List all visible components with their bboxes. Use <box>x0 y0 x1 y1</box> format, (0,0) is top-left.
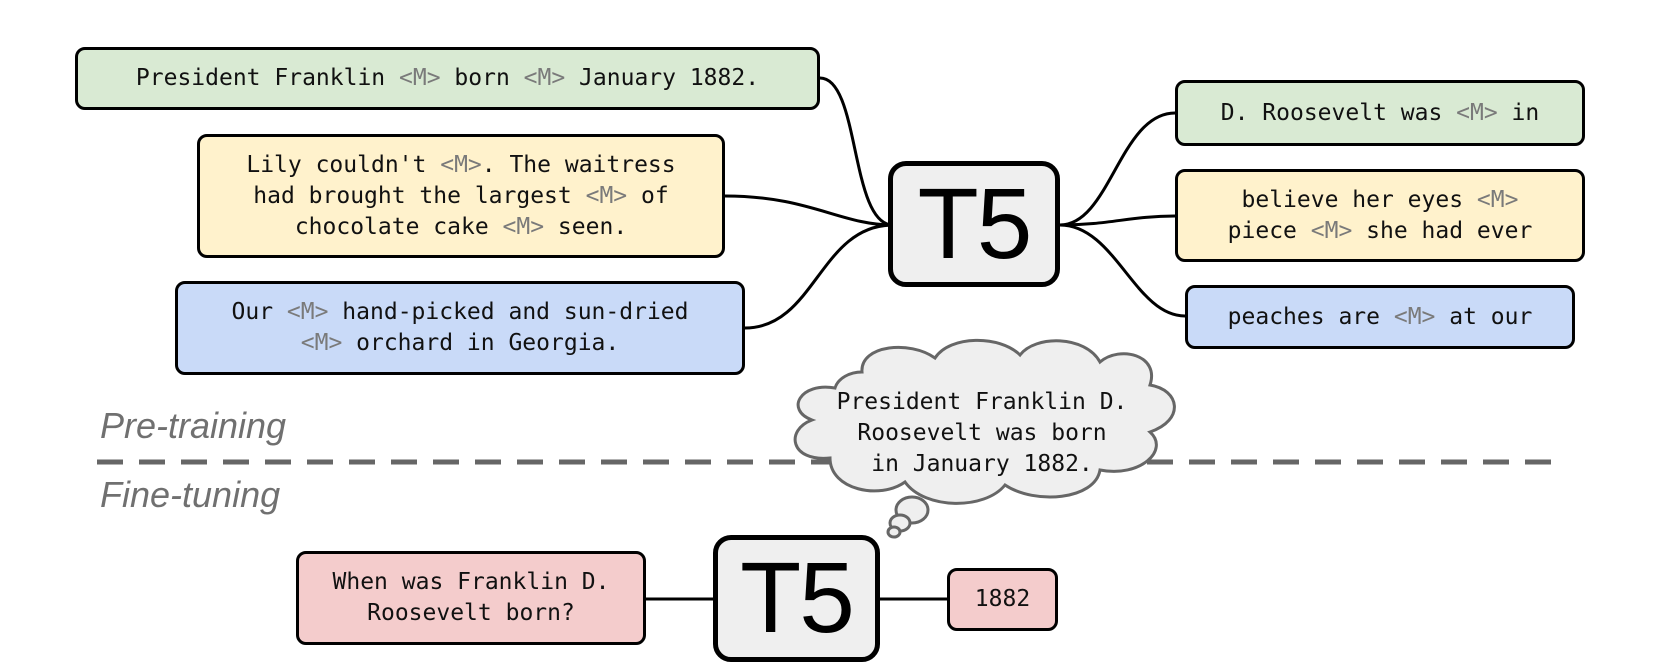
text-segment: January 1882. <box>565 65 760 91</box>
text-segment: Our <box>231 299 287 325</box>
mask-token: <M> <box>440 151 482 178</box>
text-segment: chocolate cake <box>294 213 503 240</box>
text-segment: of <box>627 182 669 209</box>
mask-token: <M> <box>585 182 628 209</box>
connector-target-1 <box>1059 111 1176 227</box>
mask-token: <M> <box>1456 99 1498 126</box>
input-box-3-text-line: <M> orchard in Georgia. <box>232 328 689 359</box>
mask-token: <M> <box>1476 186 1519 213</box>
text-segment: born <box>440 65 524 91</box>
target-box-2: believe her eyes <M>piece <M> she had ev… <box>1175 169 1585 262</box>
target-box-3: peaches are <M> at our <box>1185 285 1575 349</box>
target-box-2-text: believe her eyes <M>piece <M> she had ev… <box>1228 185 1533 247</box>
target-box-2-text-line: piece <M> she had ever <box>1228 216 1533 247</box>
mask-token: <M> <box>1310 217 1353 244</box>
mask-token: <M> <box>300 330 343 356</box>
text-segment: . The waitress <box>481 151 676 178</box>
mask-token: <M> <box>1393 303 1436 330</box>
pretraining-label: Pre-training <box>100 405 287 446</box>
target-box-3-text: peaches are <M> at our <box>1228 302 1533 333</box>
input-box-3-text-line: Our <M> hand-picked and sun-dried <box>232 297 689 328</box>
input-box-1-text-line: President Franklin <M> born <M> January … <box>136 63 759 94</box>
connector-target-2 <box>1059 214 1176 227</box>
finetuning-label: Fine-tuning <box>100 474 281 515</box>
target-box-1-text-line: D. Roosevelt was <M> in <box>1221 98 1540 129</box>
input-box-1-text: President Franklin <M> born <M> January … <box>136 63 759 94</box>
question-line-1: When was Franklin D. <box>332 569 610 595</box>
text-segment: piece <box>1227 217 1311 244</box>
text-segment: peaches are <box>1227 303 1394 330</box>
finetune-answer-box: 1882 <box>947 568 1058 631</box>
t5-model-finetuning-label: T5 <box>740 542 855 654</box>
t5-model-pretraining-label: T5 <box>917 167 1033 280</box>
text-segment: she had ever <box>1352 217 1533 244</box>
mask-token: <M> <box>286 299 329 325</box>
thought-text: President Franklin D. Roosevelt was born… <box>808 387 1156 480</box>
text-segment: at our <box>1435 303 1533 330</box>
text-segment: had brought the largest <box>253 182 586 209</box>
text-segment: Lily couldn't <box>246 151 441 178</box>
mask-token: <M> <box>502 213 545 240</box>
thought-line-3: in January 1882. <box>871 451 1093 477</box>
thought-line-1: President Franklin D. <box>836 389 1128 415</box>
input-box-3-text: Our <M> hand-picked and sun-dried<M> orc… <box>232 297 689 359</box>
input-box-3: Our <M> hand-picked and sun-dried<M> orc… <box>175 281 745 375</box>
t5-model-finetuning: T5 <box>713 535 880 662</box>
target-box-1: D. Roosevelt was <M> in <box>1175 80 1585 146</box>
text-segment: President Franklin <box>135 65 400 91</box>
thought-line-2: Roosevelt was born <box>857 420 1107 446</box>
connector-input-2 <box>724 194 894 227</box>
text-segment: in <box>1497 99 1540 126</box>
question-line-2: Roosevelt born? <box>367 600 575 626</box>
t5-model-pretraining: T5 <box>888 161 1060 287</box>
input-box-2-text-line: chocolate cake <M> seen. <box>246 212 675 243</box>
target-box-2-text-line: believe her eyes <M> <box>1228 185 1533 216</box>
text-segment: believe her eyes <box>1241 186 1477 213</box>
connector-target-3 <box>1059 223 1186 318</box>
mask-token: <M> <box>523 65 566 91</box>
input-box-2-text-line: had brought the largest <M> of <box>246 181 675 212</box>
connector-input-1 <box>819 76 894 227</box>
connector-input-3 <box>744 223 894 330</box>
target-box-1-text: D. Roosevelt was <M> in <box>1221 98 1540 129</box>
answer-text: 1882 <box>974 586 1031 612</box>
target-box-3-text-line: peaches are <M> at our <box>1228 302 1533 333</box>
text-segment: seen. <box>544 213 628 240</box>
mask-token: <M> <box>399 65 441 91</box>
text-segment: orchard in Georgia. <box>342 330 620 356</box>
finetune-question-box: When was Franklin D. Roosevelt born? <box>296 551 646 645</box>
text-segment: D. Roosevelt was <box>1220 99 1457 126</box>
text-segment: hand-picked and sun-dried <box>328 299 689 325</box>
input-box-2-text-line: Lily couldn't <M>. The waitress <box>246 150 675 181</box>
input-box-1: President Franklin <M> born <M> January … <box>75 47 820 110</box>
thought-cloud <box>793 338 1176 539</box>
